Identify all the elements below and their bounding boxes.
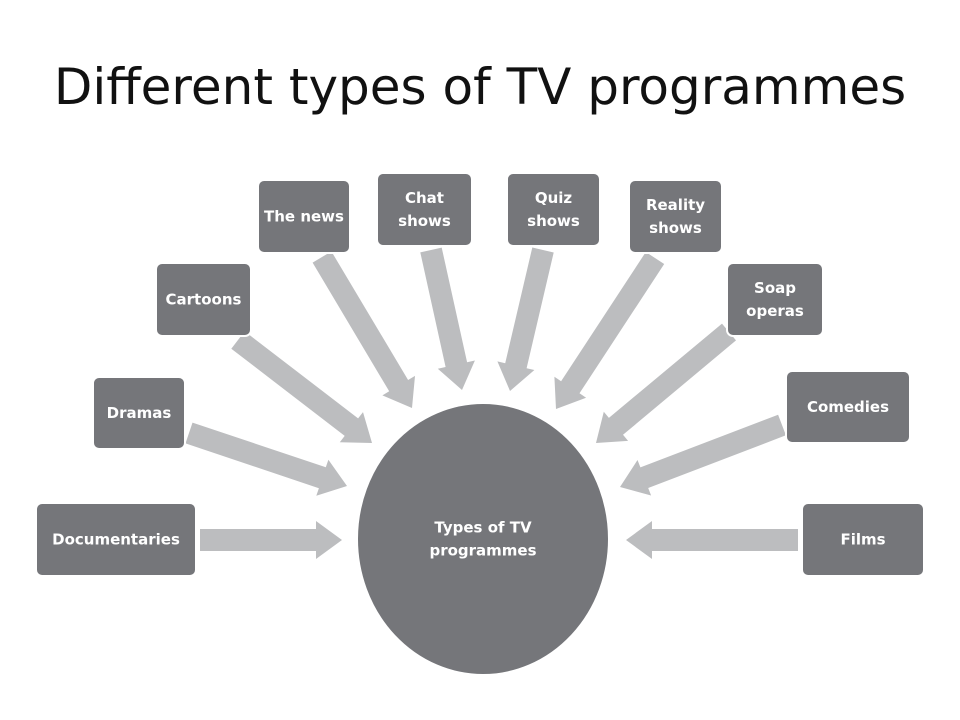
arrow-cartoons [231,331,372,443]
type-box-bg [376,172,473,247]
type-label-comedies: Comedies [807,398,889,416]
type-label-cartoons: Cartoons [166,291,242,309]
type-box-quiz-shows: Quiz shows [506,172,601,247]
type-box-bg [257,179,351,254]
center-label: programmes [429,542,536,560]
type-box-films: Films [801,502,925,577]
type-box-bg [35,502,197,577]
arrow-chat-shows [420,247,475,390]
type-box-comedies: Comedies [785,370,911,444]
type-box-chat-shows: Chat shows [376,172,473,247]
center-layer: Types of TV programmes [356,402,610,676]
type-box-dramas: Dramas [92,376,186,450]
arrow-soap-operas [596,323,736,443]
type-box-bg [92,376,186,450]
type-label-reality-shows: Reality [646,196,705,214]
type-label-documentaries: Documentaries [52,531,180,549]
center-ellipse [356,402,610,676]
boxes-layer: Documentaries Dramas Cartoons The news Chat s… [35,172,925,577]
type-label-films: Films [840,531,885,549]
type-box-bg [628,179,723,254]
type-box-documentaries: Documentaries [35,502,197,577]
type-box-cartoons: Cartoons [155,262,252,337]
type-box-soap-operas: Soap operas [726,262,824,337]
type-label-reality-shows: shows [649,219,702,237]
arrow-films [626,521,798,559]
slide-title: Different types of TV programmes [53,58,907,116]
type-box-reality-shows: Reality shows [628,179,723,254]
type-box-bg [785,370,911,444]
type-label-dramas: Dramas [107,404,172,422]
center-label: Types of TV [434,519,532,537]
type-label-quiz-shows: Quiz [535,189,573,207]
type-label-the-news: The news [264,208,344,226]
arrow-dramas [185,422,347,496]
arrow-quiz-shows [497,247,554,391]
arrows-layer [185,247,798,559]
arrow-the-news [312,251,415,408]
type-label-soap-operas: Soap [754,279,796,297]
arrow-comedies [620,414,786,496]
type-box-bg [155,262,252,337]
type-label-chat-shows: Chat [405,189,444,207]
center-node: Types of TV programmes [356,402,610,676]
arrow-documentaries [200,521,342,559]
type-box-bg [506,172,601,247]
arrow-reality-shows [554,252,665,409]
type-label-chat-shows: shows [398,212,451,230]
type-label-quiz-shows: shows [527,212,580,230]
type-box-bg [726,262,824,337]
type-box-bg [801,502,925,577]
type-box-the-news: The news [257,179,351,254]
type-label-soap-operas: operas [746,302,804,320]
